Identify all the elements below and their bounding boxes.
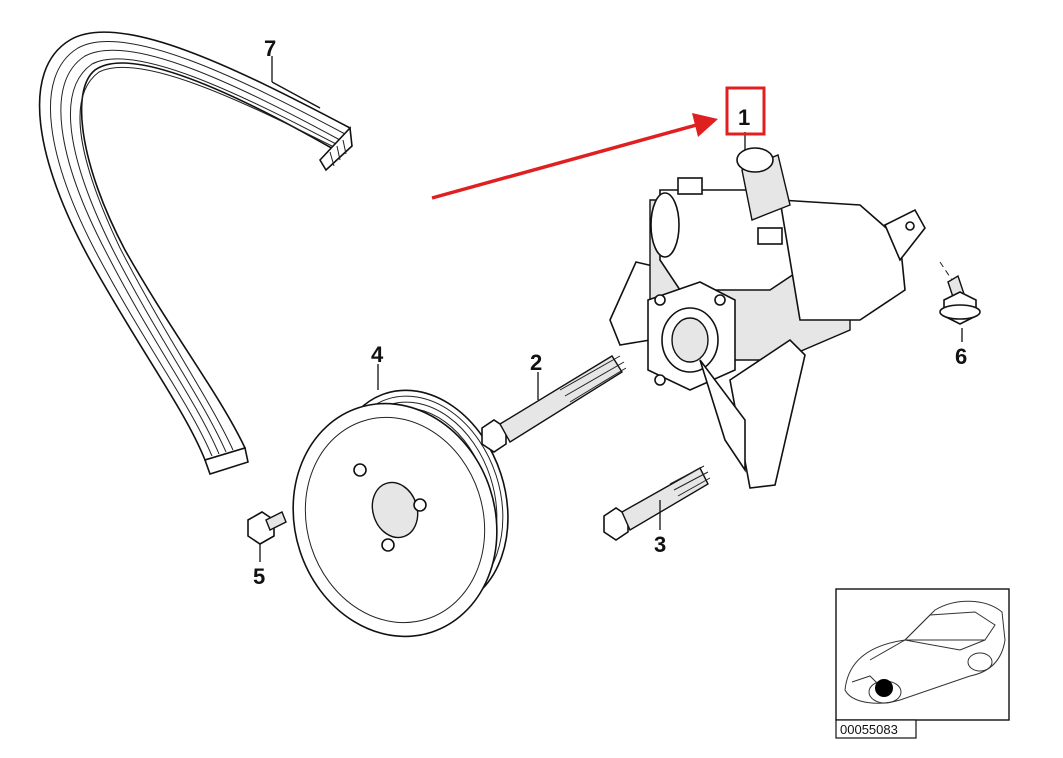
callout-3: 3 bbox=[654, 532, 666, 557]
location-marker bbox=[875, 679, 893, 697]
reference-number: 00055083 bbox=[840, 722, 898, 737]
callout-7: 7 bbox=[264, 36, 276, 61]
bolt-3 bbox=[603, 465, 711, 541]
vehicle-locator-inset: 00055083 bbox=[835, 588, 1010, 739]
callout-1: 1 bbox=[738, 105, 750, 130]
callout-4: 4 bbox=[371, 342, 384, 367]
highlight-arrow-shaft bbox=[431, 122, 701, 200]
highlight-annotation bbox=[431, 86, 766, 200]
ribbed-belt bbox=[38, 31, 353, 475]
power-steering-pump bbox=[609, 132, 926, 489]
short-bolt bbox=[247, 511, 287, 562]
highlight-arrow-head bbox=[692, 113, 718, 137]
long-bolt-2 bbox=[481, 355, 627, 453]
callout-2: 2 bbox=[530, 350, 542, 375]
pulley bbox=[292, 364, 509, 638]
flange-bolt bbox=[939, 261, 981, 342]
callout-5: 5 bbox=[253, 564, 265, 589]
callout-1-highlight-box bbox=[725, 86, 766, 136]
callout-6: 6 bbox=[955, 344, 967, 369]
